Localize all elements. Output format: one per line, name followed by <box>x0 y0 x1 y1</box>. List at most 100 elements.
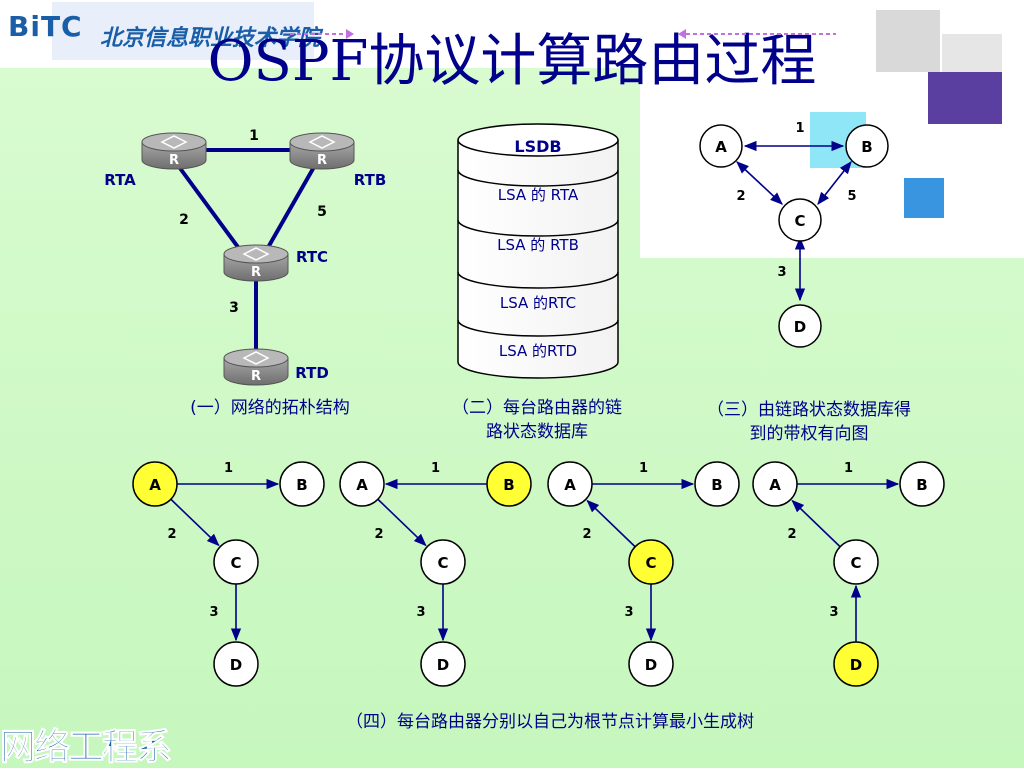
tree-node-d <box>420 641 466 687</box>
router-icon-glyph: R <box>317 153 327 168</box>
cost-label-rtc-rtd: 3 <box>229 300 239 316</box>
graph-node-b <box>845 124 889 168</box>
tree-edge-ac <box>170 498 220 547</box>
tree-node-b <box>279 461 325 507</box>
router-icon-rtc: R <box>223 244 289 282</box>
caption-digraph: （三）由链路状态数据库得 到的带权有向图 <box>664 398 954 446</box>
graph-node-d <box>778 304 822 348</box>
link-rtb-rtc <box>260 159 320 259</box>
tree-node-c <box>833 539 879 585</box>
tree-node-label: B <box>503 476 514 494</box>
router-label-rta: RTA <box>104 171 136 189</box>
graph-node-a <box>699 124 743 168</box>
caption-topology: (一）网络的拓朴结构 <box>140 396 400 420</box>
router-label-rtb: RTB <box>354 171 387 189</box>
logo-brand: BiTC <box>8 10 83 43</box>
lsdb-entry-rtd: LSA 的RTD <box>499 342 577 360</box>
tree-node-c <box>628 539 674 585</box>
edge-b-c <box>817 160 852 206</box>
router-label-rtc: RTC <box>296 248 328 266</box>
tree-edge-ac <box>791 499 841 548</box>
edge-b-c-cost: 5 <box>847 189 856 204</box>
tree-node-label: A <box>769 476 781 494</box>
tree-cost-cd: 3 <box>829 605 838 620</box>
tree-node-d <box>213 641 259 687</box>
edge-a-c-cost: 2 <box>736 189 745 204</box>
graph-node-a-label: A <box>715 138 727 156</box>
tree-cost-ac: 2 <box>374 527 383 542</box>
tree-node-label: B <box>916 476 927 494</box>
edge-a-c <box>736 161 783 205</box>
logo-school-name: 北京信息职业技术学院 <box>100 25 321 51</box>
caption-spanning-trees-text: （四）每台路由器分别以自己为根节点计算最小生成树 <box>346 712 754 732</box>
page-title: OSPF协议计算路由过程 <box>207 29 817 94</box>
router-icon-rtb: R <box>289 132 355 170</box>
tree-cost-ab: 1 <box>844 461 853 476</box>
school-logo: BiTC 北京信息职业技术学院 <box>8 6 338 58</box>
tree-node-label: D <box>645 656 657 674</box>
caption-spanning-trees: （四）每台路由器分别以自己为根节点计算最小生成树 <box>200 710 900 734</box>
caption-digraph-line2: 到的带权有向图 <box>749 424 869 444</box>
caption-digraph-line1: （三）由链路状态数据库得 <box>707 400 911 420</box>
cost-label-rta-rtb: 1 <box>249 128 259 144</box>
deco-square-gray-right <box>942 34 1002 78</box>
tree-cost-cd: 3 <box>416 605 425 620</box>
lsdb-entry-rtc: LSA 的RTC <box>500 294 576 312</box>
tree-node-label: D <box>230 656 242 674</box>
tree-node-label: C <box>850 554 861 572</box>
lsdb-cylinder: LSDB LSA 的 RTA LSA 的 RTB LSA 的RTC LSA 的R… <box>457 123 619 379</box>
tree-node-b <box>694 461 740 507</box>
tree-cost-ab: 1 <box>431 461 440 476</box>
department-label: 网络工程系 <box>0 727 173 769</box>
tree-node-a <box>752 461 798 507</box>
tree-node-label: D <box>850 656 862 674</box>
tree-node-b <box>486 461 532 507</box>
graph-node-c <box>778 198 822 242</box>
tree-node-a <box>547 461 593 507</box>
router-icon-glyph: R <box>169 153 179 168</box>
tree-node-label: D <box>437 656 449 674</box>
tree-node-b <box>899 461 945 507</box>
deco-square-gray-top <box>876 10 940 72</box>
tree-node-label: C <box>437 554 448 572</box>
tree-node-label: B <box>296 476 307 494</box>
caption-lsdb: （二）每台路由器的链 路状态数据库 <box>412 396 662 444</box>
deco-square-purple <box>928 72 1002 124</box>
tree-node-c <box>213 539 259 585</box>
tree-node-label: A <box>149 476 161 494</box>
router-label-rtd: RTD <box>295 364 329 382</box>
edge-a-b-cost: 1 <box>795 121 804 136</box>
caption-lsdb-line1: （二）每台路由器的链 <box>452 398 622 418</box>
router-icon-rtd: R <box>223 348 289 386</box>
caption-lsdb-line2: 路状态数据库 <box>486 422 588 442</box>
graph-node-d-label: D <box>794 318 806 336</box>
tree-node-label: A <box>564 476 576 494</box>
header-dashed-arrows <box>290 29 836 39</box>
graph-node-c-label: C <box>794 212 805 230</box>
tree-cost-ac: 2 <box>582 527 591 542</box>
lsdb-title: LSDB <box>514 137 561 156</box>
link-rta-rtc <box>172 158 248 260</box>
lsdb-entry-rta: LSA 的 RTA <box>498 186 579 204</box>
caption-topology-text: (一）网络的拓朴结构 <box>190 398 350 418</box>
tree-node-a <box>132 461 178 507</box>
tree-cost-cd: 3 <box>209 605 218 620</box>
tree-node-a <box>339 461 385 507</box>
router-icon-rta: R <box>141 132 207 170</box>
lsdb-entry-rtb: LSA 的 RTB <box>497 236 579 254</box>
weighted-digraph: A B C D 1 2 5 3 <box>699 121 889 348</box>
tree-node-label: B <box>711 476 722 494</box>
tree-node-d <box>628 641 674 687</box>
graph-node-b-label: B <box>861 138 872 156</box>
tree-edge-ac <box>377 498 427 547</box>
tree-node-d <box>833 641 879 687</box>
router-icon-glyph: R <box>251 369 261 384</box>
tree-node-c <box>420 539 466 585</box>
deco-square-blue <box>904 178 944 218</box>
